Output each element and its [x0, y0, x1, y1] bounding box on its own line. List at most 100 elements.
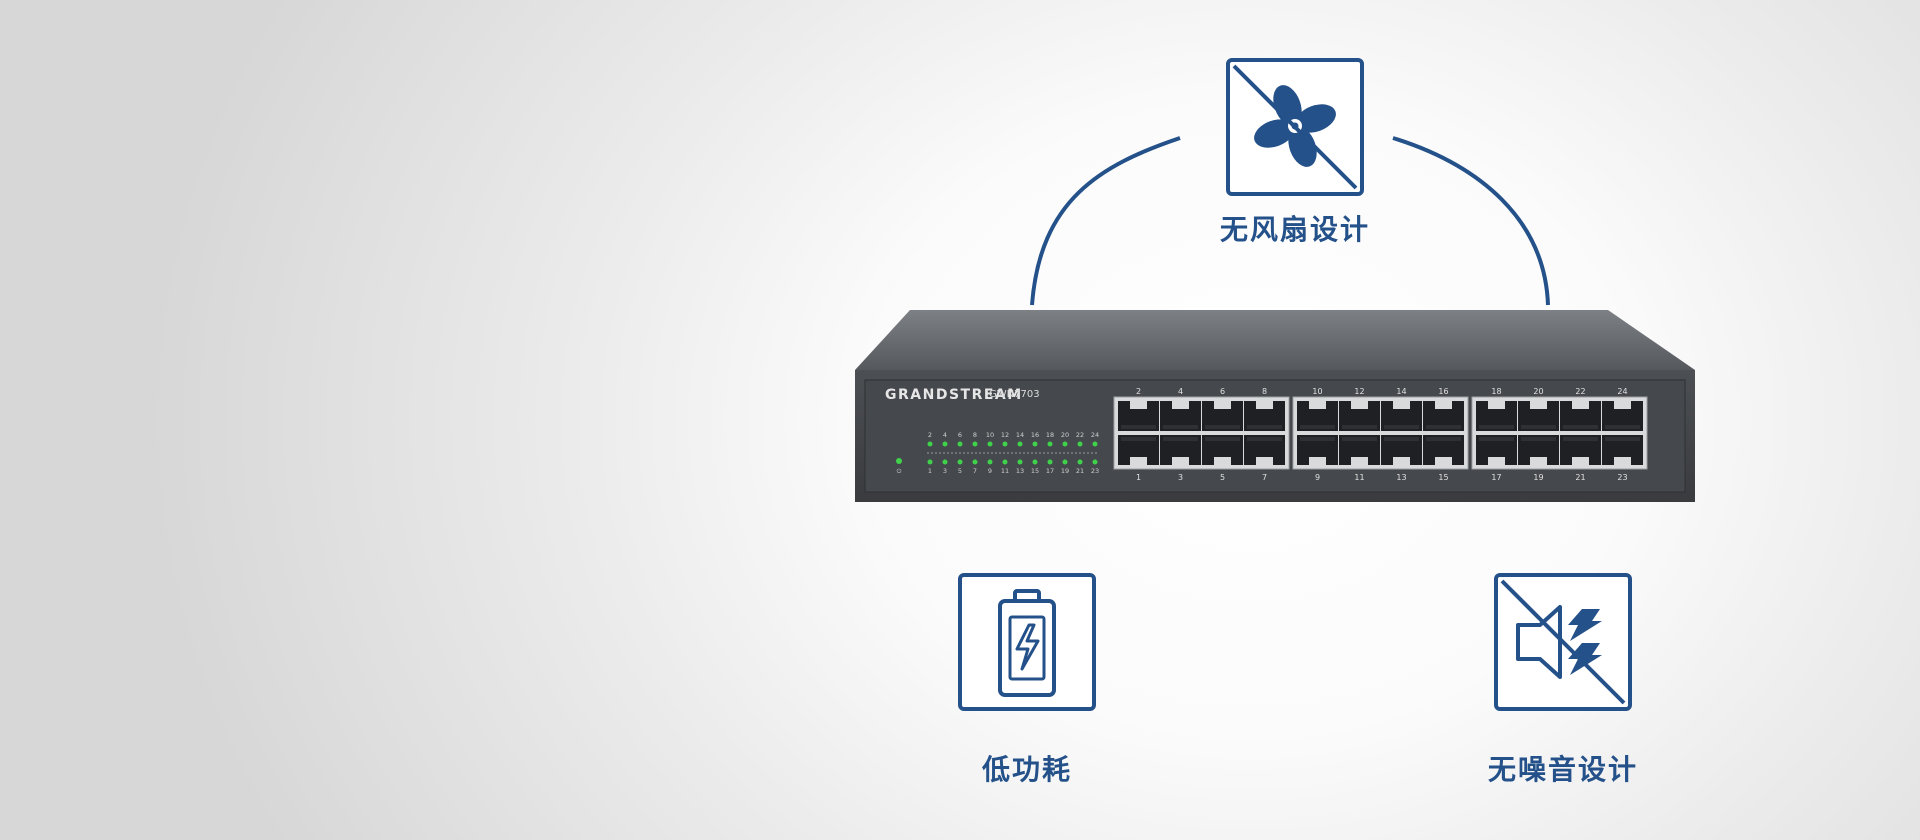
led-number-top: 24	[1091, 431, 1099, 439]
low-power-label: 低功耗	[981, 753, 1072, 786]
port-led	[1032, 441, 1038, 447]
port-led	[1062, 441, 1068, 447]
led-number-bottom: 3	[943, 467, 947, 475]
port-led	[987, 459, 993, 465]
led-number-top: 12	[1001, 431, 1009, 439]
port-led	[972, 459, 978, 465]
ethernet-port	[1381, 435, 1422, 465]
power-led	[896, 458, 902, 464]
port-number-bottom: 11	[1354, 473, 1364, 482]
port-number-bottom: 7	[1262, 473, 1267, 482]
ethernet-port	[1297, 401, 1338, 431]
ethernet-port	[1602, 435, 1643, 465]
ethernet-port	[1118, 401, 1159, 431]
port-led	[927, 459, 933, 465]
no-fan-icon	[1232, 64, 1358, 190]
ethernet-port	[1518, 435, 1559, 465]
port-led	[957, 441, 963, 447]
port-led	[987, 441, 993, 447]
led-number-bottom: 13	[1016, 467, 1024, 475]
port-led	[1002, 459, 1008, 465]
led-number-bottom: 9	[988, 467, 992, 475]
brand-name: GRANDSTREAM	[885, 387, 1023, 403]
port-led	[1002, 441, 1008, 447]
port-number-bottom: 9	[1315, 473, 1320, 482]
led-number-bottom: 19	[1061, 467, 1069, 475]
port-number-top: 8	[1262, 387, 1267, 396]
port-number-top: 22	[1575, 387, 1585, 396]
port-number-bottom: 21	[1575, 473, 1585, 482]
port-led	[1092, 459, 1098, 465]
led-number-top: 14	[1016, 431, 1024, 439]
port-number-top: 16	[1438, 387, 1448, 396]
port-led	[1077, 459, 1083, 465]
muted-speaker-icon	[1500, 579, 1626, 705]
led-number-top: 8	[973, 431, 977, 439]
port-led	[1017, 441, 1023, 447]
led-number-bottom: 17	[1046, 467, 1054, 475]
port-number-bottom: 19	[1533, 473, 1543, 482]
model-number: GWN7703	[989, 389, 1040, 400]
ethernet-port	[1160, 401, 1201, 431]
ethernet-port	[1381, 401, 1422, 431]
ethernet-port	[1160, 435, 1201, 465]
led-number-top: 2	[928, 431, 932, 439]
port-number-top: 14	[1396, 387, 1406, 396]
ethernet-port	[1602, 401, 1643, 431]
ethernet-port	[1339, 435, 1380, 465]
port-led	[1032, 459, 1038, 465]
led-number-bottom: 11	[1001, 467, 1009, 475]
port-number-top: 10	[1312, 387, 1322, 396]
ethernet-port	[1244, 435, 1285, 465]
port-led	[927, 441, 933, 447]
ethernet-port	[1339, 401, 1380, 431]
port-number-bottom: 17	[1491, 473, 1501, 482]
port-led	[957, 459, 963, 465]
ethernet-port	[1202, 435, 1243, 465]
ethernet-port	[1423, 435, 1464, 465]
no-noise-feature-box	[1494, 573, 1632, 711]
led-number-bottom: 5	[958, 467, 962, 475]
port-led	[942, 459, 948, 465]
led-number-bottom: 21	[1076, 467, 1084, 475]
ethernet-port	[1476, 401, 1517, 431]
port-led	[942, 441, 948, 447]
led-number-top: 16	[1031, 431, 1039, 439]
ethernet-port	[1202, 401, 1243, 431]
ethernet-port	[1244, 401, 1285, 431]
no-noise-label: 无噪音设计	[1487, 753, 1638, 786]
ethernet-port	[1476, 435, 1517, 465]
led-number-top: 22	[1076, 431, 1084, 439]
port-led	[1077, 441, 1083, 447]
port-number-top: 24	[1617, 387, 1627, 396]
led-number-bottom: 15	[1031, 467, 1039, 475]
led-number-top: 4	[943, 431, 947, 439]
ethernet-port	[1118, 435, 1159, 465]
power-symbol-icon: ⏻	[897, 468, 902, 475]
port-led	[972, 441, 978, 447]
port-number-top: 18	[1491, 387, 1501, 396]
led-number-bottom: 7	[973, 467, 977, 475]
port-number-top: 2	[1136, 387, 1141, 396]
ethernet-port	[1518, 401, 1559, 431]
port-number-top: 12	[1354, 387, 1364, 396]
ethernet-port	[1560, 401, 1601, 431]
port-led	[1047, 441, 1053, 447]
port-number-bottom: 23	[1617, 473, 1627, 482]
port-number-bottom: 1	[1136, 473, 1141, 482]
fanless-label: 无风扇设计	[1219, 213, 1370, 246]
led-number-top: 6	[958, 431, 962, 439]
led-number-bottom: 23	[1091, 467, 1099, 475]
led-number-bottom: 1	[928, 467, 932, 475]
port-number-bottom: 3	[1178, 473, 1183, 482]
port-number-bottom: 5	[1220, 473, 1225, 482]
fanless-feature-box	[1226, 58, 1364, 196]
port-led	[1017, 459, 1023, 465]
ethernet-port	[1423, 401, 1464, 431]
low-power-feature-box	[958, 573, 1096, 711]
port-led	[1062, 459, 1068, 465]
ethernet-port	[1560, 435, 1601, 465]
port-number-top: 20	[1533, 387, 1543, 396]
